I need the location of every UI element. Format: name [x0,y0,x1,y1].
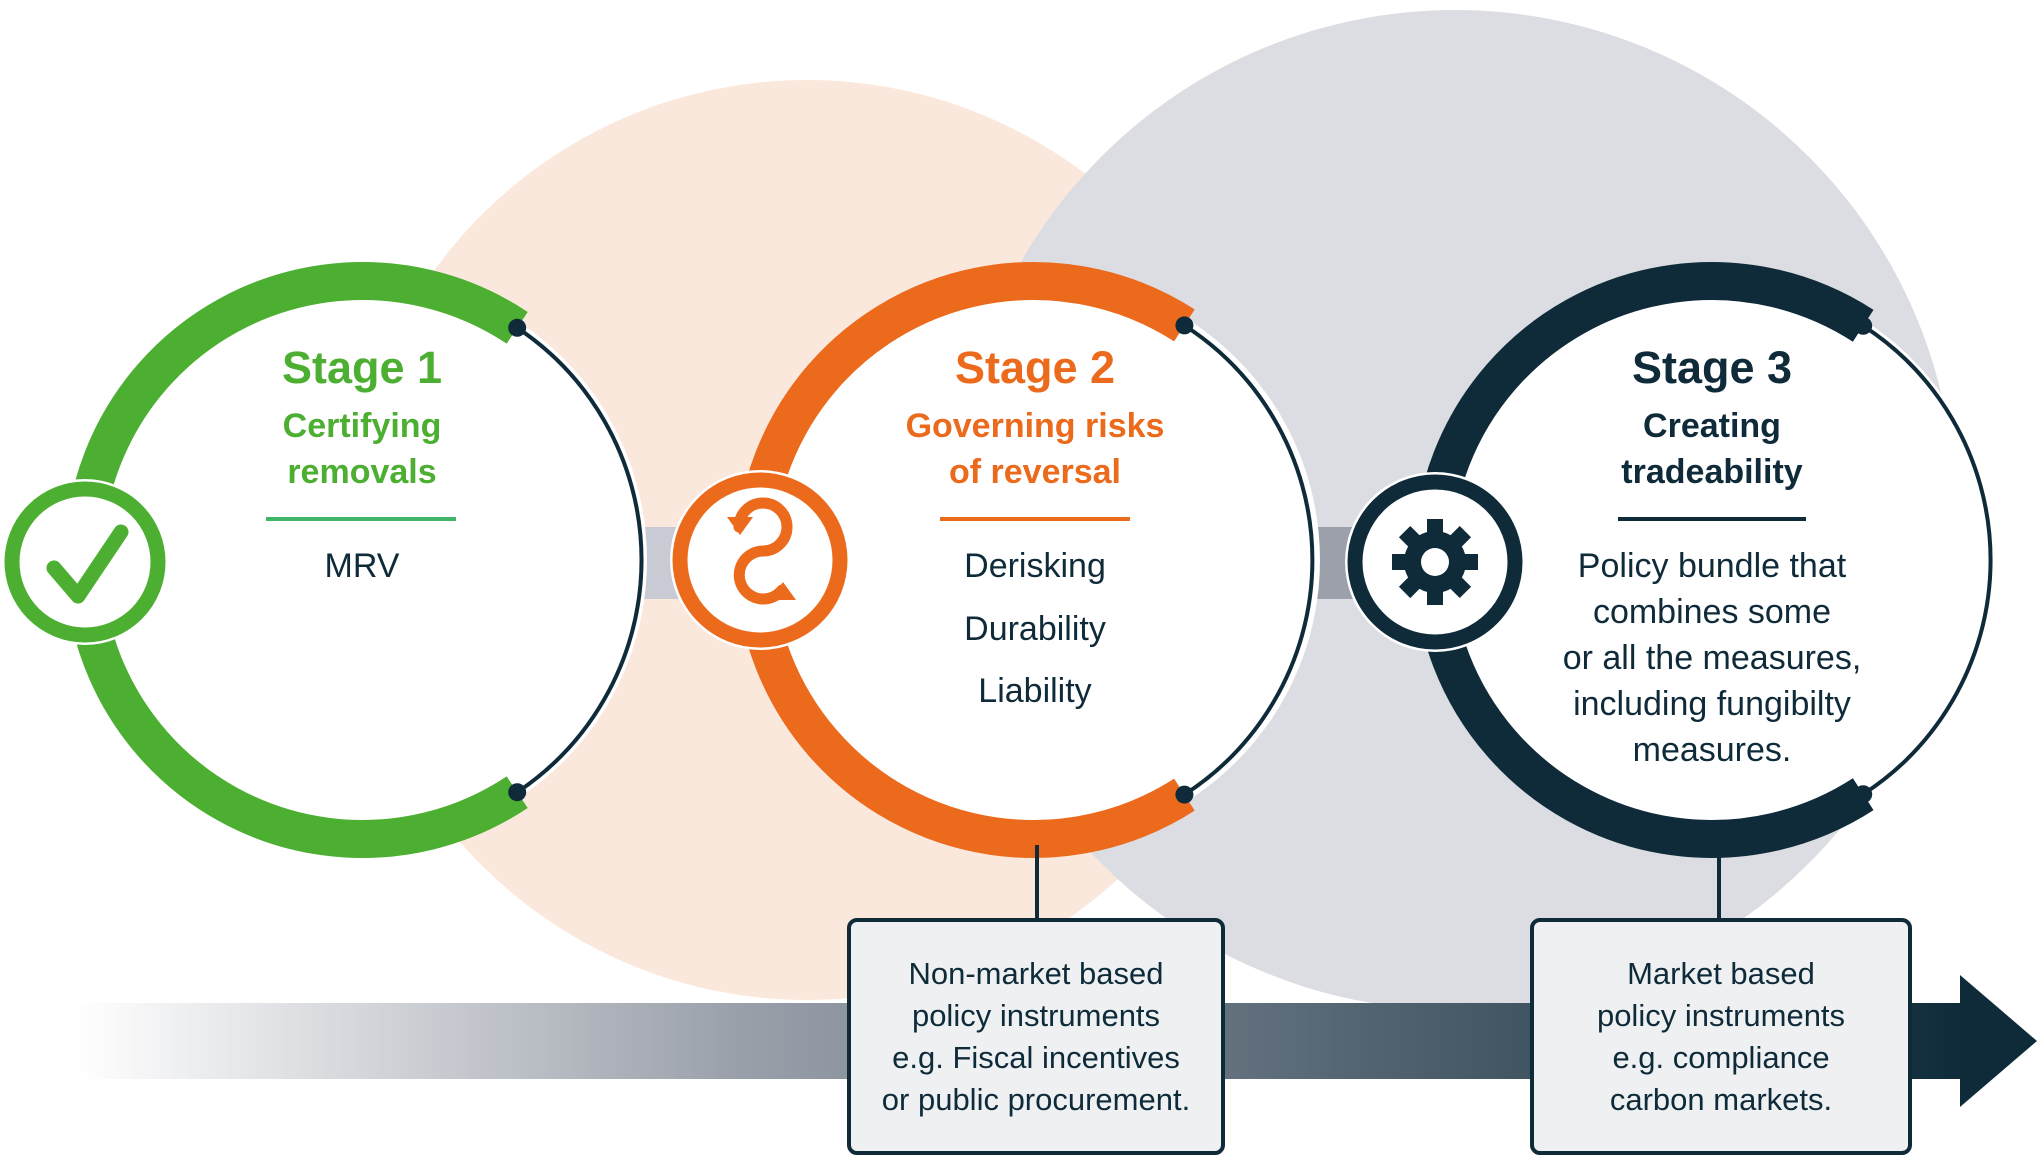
stage-1-subtitle-line-2: removals [287,453,436,491]
stage-1-item: MRV [325,547,400,585]
stage-3-item-2: combines some [1593,593,1831,631]
box-1-line-1: Non-market based [908,955,1164,991]
stage-3-title: Stage 3 [1632,342,1792,393]
stage-1-text: Stage 1 Certifying removals MRV [266,342,456,585]
box-2-line-4: carbon markets. [1609,1081,1833,1117]
stage-3-subtitle-line-2: tradeability [1621,453,1802,491]
checkmark-badge [2,479,168,645]
stage-2-subtitle-line-2: of reversal [949,453,1121,491]
stage-3-item-5: measures. [1633,731,1792,769]
reversal-badge [670,470,850,650]
reversal-arrows-icon [727,497,796,605]
box-1-line-4: or public procurement. [881,1081,1191,1117]
non-market-instruments-box: Non-market based policy instruments e.g.… [847,918,1225,1155]
stage-2-item-1: Derisking [964,547,1106,585]
gear-icon [1392,519,1478,605]
box-2-line-3: e.g. compliance [1612,1039,1830,1075]
stage-2-item-3: Liability [978,672,1091,710]
box-2-line-2: policy instruments [1596,997,1846,1033]
gear-badge [1345,472,1525,652]
stage-3-item-4: including fungibilty [1573,685,1851,723]
checkmark-icon [46,524,129,604]
progress-arrow-head [1960,975,2037,1107]
box-1-line-2: policy instruments [911,997,1161,1033]
box-2-line-1: Market based [1627,955,1815,991]
stage-2-item-2: Durability [964,610,1106,648]
stage-3-item-3: or all the measures, [1563,639,1862,677]
stage-2-subtitle-line-1: Governing risks [906,407,1165,445]
stage-2-title: Stage 2 [955,342,1115,393]
box-1-line-3: e.g. Fiscal incentives [892,1039,1180,1075]
market-instruments-box: Market based policy instruments e.g. com… [1530,918,1912,1155]
stage-1-title: Stage 1 [282,342,442,393]
stage-1-subtitle-line-1: Certifying [283,407,442,445]
stage-3-subtitle-line-1: Creating [1643,407,1781,445]
stage-3-text: Stage 3 Creating tradeability Policy bun… [1563,342,1862,769]
stage-3-item-1: Policy bundle that [1578,547,1847,585]
stage-2-text: Stage 2 Governing risks of reversal Deri… [906,342,1165,710]
